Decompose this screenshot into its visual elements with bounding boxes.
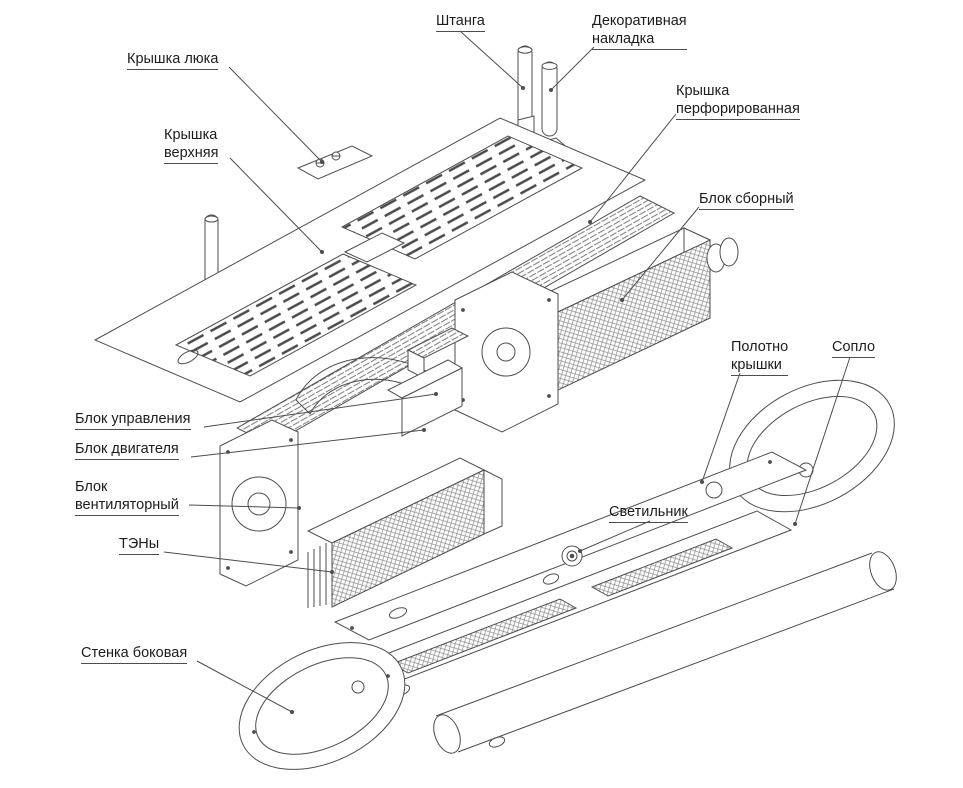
heating-elements — [306, 457, 503, 608]
leader-lines — [163, 30, 851, 714]
motor-block — [386, 359, 464, 437]
label-kryshka-verkhnyaya: Крышка верхняя — [164, 126, 219, 165]
assembly-block — [454, 227, 739, 433]
label-dekorativnaya-nakladka: Декоративная накладка — [592, 12, 687, 51]
light-fixture — [561, 545, 583, 567]
label-blok-dvigatelya: Блок двигателя — [75, 440, 179, 461]
bottom-strip — [433, 551, 897, 754]
label-shtanga: Штанга — [436, 12, 485, 33]
hatch-cover-plate — [296, 145, 374, 180]
label-blok-sborny: Блок сборный — [699, 190, 794, 211]
label-blok-ventilyatorny: Блок вентиляторный — [75, 478, 179, 517]
label-stenka-bokovaya: Стенка боковая — [81, 644, 188, 665]
label-svetilnik: Светильник — [609, 503, 688, 524]
label-blok-upravleniya: Блок управления — [75, 410, 191, 431]
left-side-wall — [238, 642, 406, 770]
control-block — [406, 327, 470, 379]
fan-motor-assembly — [219, 327, 503, 608]
label-kryshka-perforirovannaya: Крышка перфорированная — [676, 82, 800, 121]
label-teny: ТЭНы — [119, 535, 160, 556]
top-cover — [93, 117, 647, 403]
label-kryshka-lyuka: Крышка люка — [127, 50, 219, 71]
fan-side-plate — [219, 419, 299, 587]
label-soplo: Сопло — [832, 338, 876, 359]
right-side-wall — [729, 379, 895, 513]
decorative-tube — [541, 61, 558, 137]
label-polotno-kryshki: Полотно крышки — [731, 338, 789, 377]
